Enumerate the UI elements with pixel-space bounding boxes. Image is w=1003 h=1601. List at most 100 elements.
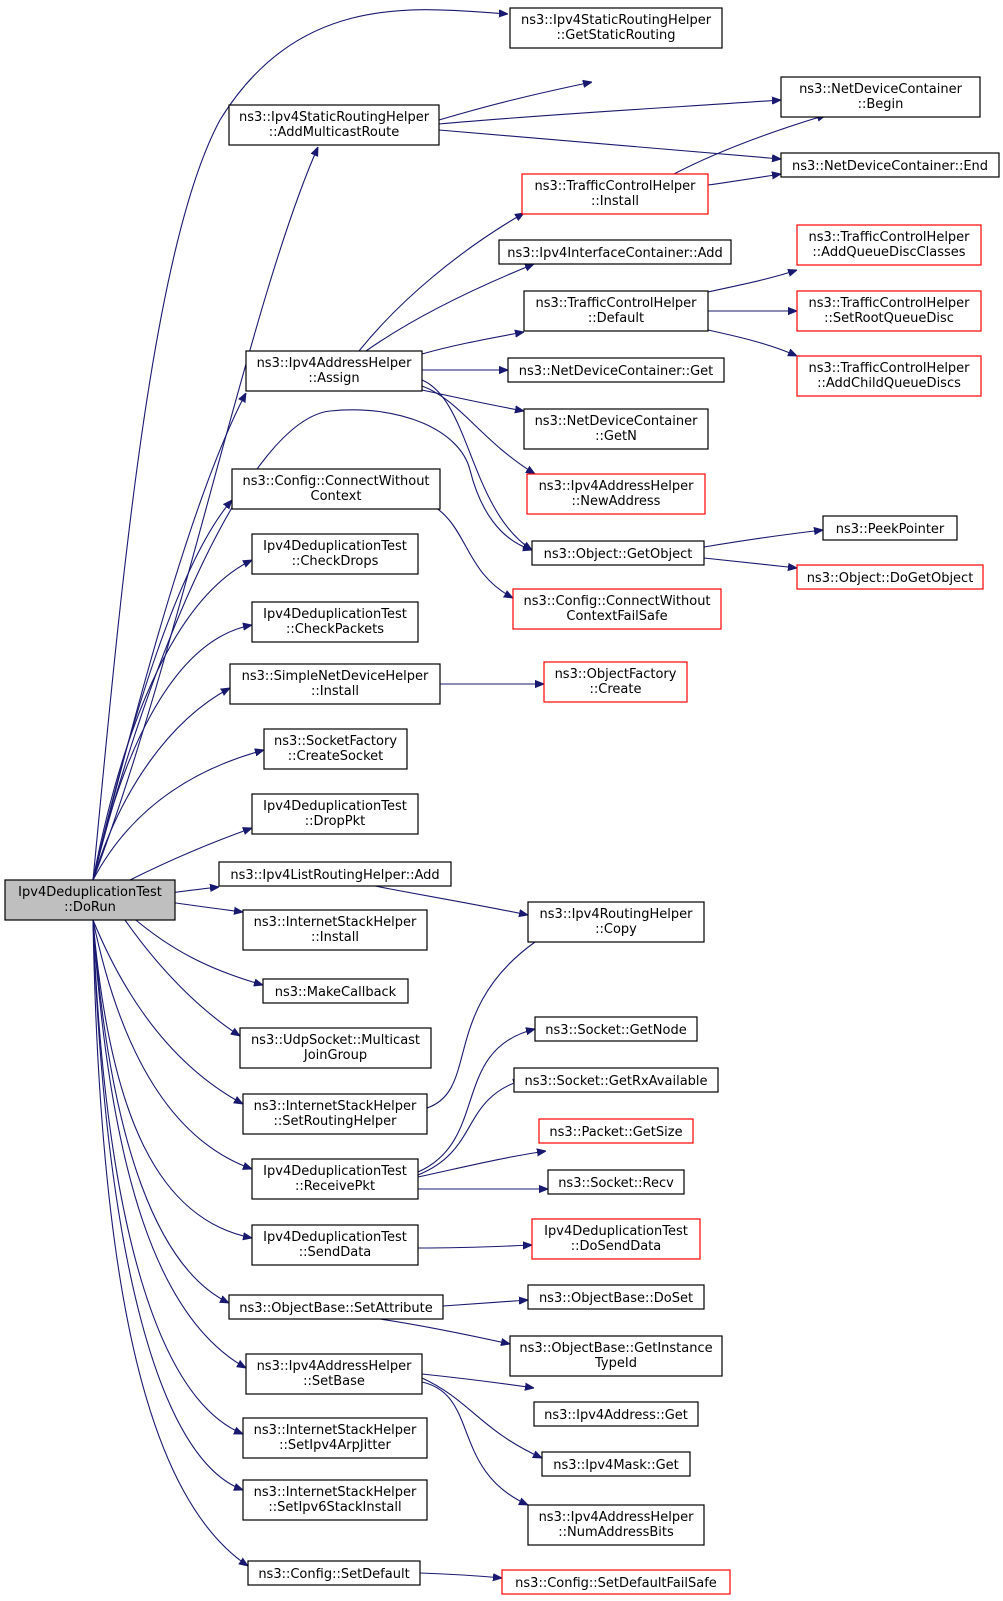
node-getrx[interactable]: ns3::Socket::GetRxAvailable xyxy=(513,1067,719,1093)
node-peekpointer[interactable]: ns3::PeekPointer xyxy=(822,515,958,541)
node-tchdefault[interactable]: ns3::TrafficControlHelper::Default xyxy=(523,290,709,332)
node-label: ns3::TrafficControlHelper xyxy=(808,361,970,376)
node-arpjitter[interactable]: ns3::InternetStackHelper::SetIpv4ArpJitt… xyxy=(242,1417,428,1459)
call-edge xyxy=(703,530,823,548)
node-createsocket[interactable]: ns3::SocketFactory::CreateSocket xyxy=(263,728,408,770)
node-box xyxy=(512,588,722,630)
node-rhcopy[interactable]: ns3::Ipv4RoutingHelper::Copy xyxy=(527,901,705,943)
node-label: ns3::NetDeviceContainer xyxy=(799,82,963,97)
node-tchinstall[interactable]: ns3::TrafficControlHelper::Install xyxy=(521,173,709,215)
node-label: ns3::TrafficControlHelper xyxy=(534,179,696,194)
node-ofcreate[interactable]: ns3::ObjectFactory::Create xyxy=(543,661,688,703)
node-box xyxy=(228,1294,444,1320)
node-setdefaultfs[interactable]: ns3::Config::SetDefaultFailSafe xyxy=(501,1569,731,1595)
node-tchsetroot[interactable]: ns3::TrafficControlHelper::SetRootQueueD… xyxy=(796,290,982,332)
node-ndcgetn[interactable]: ns3::NetDeviceContainer::GetN xyxy=(523,408,709,450)
node-getobject[interactable]: ns3::Object::GetObject xyxy=(531,540,705,566)
call-edge xyxy=(169,901,243,912)
node-box xyxy=(796,355,982,397)
node-box xyxy=(247,1560,421,1586)
call-edge xyxy=(417,1080,522,1176)
node-label: ::GetN xyxy=(595,429,637,444)
node-tchaddchild[interactable]: ns3::TrafficControlHelper::AddChildQueue… xyxy=(796,355,982,397)
node-setdefault[interactable]: ns3::Config::SetDefault xyxy=(247,1560,421,1586)
node-ndcget[interactable]: ns3::NetDeviceContainer::Get xyxy=(507,357,725,383)
node-box xyxy=(262,978,409,1004)
node-label: ::Begin xyxy=(858,97,904,112)
node-label: Ipv4DeduplicationTest xyxy=(263,539,407,554)
node-box xyxy=(229,663,441,705)
node-label: ns3::PeekPointer xyxy=(836,522,945,537)
call-edge xyxy=(707,270,797,293)
node-setrouting[interactable]: ns3::InternetStackHelper::SetRoutingHelp… xyxy=(242,1093,428,1135)
node-label: Ipv4DeduplicationTest xyxy=(263,1164,407,1179)
node-getnode[interactable]: ns3::Socket::GetNode xyxy=(534,1016,698,1042)
node-numaddrbits[interactable]: ns3::Ipv4AddressHelper::NumAddressBits xyxy=(527,1504,705,1546)
node-label: ns3::ObjectFactory xyxy=(555,667,677,682)
node-ndcbegin[interactable]: ns3::NetDeviceContainer::Begin xyxy=(780,76,981,118)
node-lrhadd[interactable]: ns3::Ipv4ListRoutingHelper::Add xyxy=(218,861,452,887)
node-recv[interactable]: ns3::Socket::Recv xyxy=(547,1169,685,1195)
node-setbase[interactable]: ns3::Ipv4AddressHelper::SetBase xyxy=(245,1353,423,1395)
node-box xyxy=(796,224,982,266)
node-maskget[interactable]: ns3::Ipv4Mask::Get xyxy=(541,1451,691,1477)
node-label: ns3::TrafficControlHelper xyxy=(535,296,697,311)
call-edge xyxy=(417,1151,546,1178)
node-makecallback[interactable]: ns3::MakeCallback xyxy=(262,978,409,1004)
node-root[interactable]: Ipv4DeduplicationTest::DoRun xyxy=(4,879,176,921)
node-label: Ipv4DeduplicationTest xyxy=(263,1230,407,1245)
node-connectwofs[interactable]: ns3::Config::ConnectWithoutContextFailSa… xyxy=(512,588,722,630)
call-edge xyxy=(421,1373,534,1388)
node-label: ns3::Ipv4Address::Get xyxy=(544,1408,688,1423)
node-box xyxy=(523,290,709,332)
node-tchaddqdc[interactable]: ns3::TrafficControlHelper::AddQueueDiscC… xyxy=(796,224,982,266)
node-label: ns3::NetDeviceContainer::End xyxy=(792,159,988,174)
node-label: ::SetBase xyxy=(303,1374,365,1389)
node-setattr[interactable]: ns3::ObjectBase::SetAttribute xyxy=(228,1294,444,1320)
node-box xyxy=(245,1353,423,1395)
node-ipv4addrget[interactable]: ns3::Ipv4Address::Get xyxy=(533,1401,699,1427)
node-label: ns3::Ipv4StaticRoutingHelper xyxy=(521,13,712,28)
node-label: ::CheckDrops xyxy=(292,554,379,569)
node-label: ::Create xyxy=(590,682,642,697)
node-senddata[interactable]: Ipv4DeduplicationTest::SendData xyxy=(251,1224,419,1266)
node-label: ::Default xyxy=(588,311,644,326)
node-label: ns3::Socket::GetRxAvailable xyxy=(524,1074,707,1089)
node-droppkt[interactable]: Ipv4DeduplicationTest::DropPkt xyxy=(251,793,419,835)
node-checkdrops[interactable]: Ipv4DeduplicationTest::CheckDrops xyxy=(251,533,419,575)
node-addmulticast[interactable]: ns3::Ipv4StaticRoutingHelper::AddMultica… xyxy=(228,104,440,146)
node-ipv6install[interactable]: ns3::InternetStackHelper::SetIpv6StackIn… xyxy=(242,1479,428,1521)
node-ndcend[interactable]: ns3::NetDeviceContainer::End xyxy=(780,152,1000,178)
call-edge xyxy=(92,688,230,881)
node-assign[interactable]: ns3::Ipv4AddressHelper::Assign xyxy=(245,350,423,392)
node-newaddress[interactable]: ns3::Ipv4AddressHelper::NewAddress xyxy=(526,473,706,515)
node-label: ::ReceivePkt xyxy=(295,1179,375,1194)
node-dogetobject[interactable]: ns3::Object::DoGetObject xyxy=(796,564,984,590)
node-label: ns3::ObjectBase::GetInstance xyxy=(519,1341,712,1356)
call-edge xyxy=(421,1377,542,1459)
node-ipv4icadd[interactable]: ns3::Ipv4InterfaceContainer::Add xyxy=(498,239,732,265)
node-doset[interactable]: ns3::ObjectBase::DoSet xyxy=(527,1284,705,1310)
node-label: ns3::Ipv4AddressHelper xyxy=(539,1510,695,1525)
node-getstatic[interactable]: ns3::Ipv4StaticRoutingHelper::GetStaticR… xyxy=(509,7,723,49)
node-ishinstall[interactable]: ns3::InternetStackHelper::Install xyxy=(242,909,428,951)
node-box xyxy=(531,1218,701,1260)
node-label: Context xyxy=(311,489,362,504)
node-box xyxy=(242,909,428,951)
node-box xyxy=(251,1224,419,1266)
node-label: ns3::InternetStackHelper xyxy=(254,1485,417,1500)
node-receivepkt[interactable]: Ipv4DeduplicationTest::ReceivePkt xyxy=(251,1158,419,1200)
node-checkpackets[interactable]: Ipv4DeduplicationTest::CheckPackets xyxy=(251,601,419,643)
node-label: ns3::Ipv4ListRoutingHelper::Add xyxy=(230,868,439,883)
node-pktsize[interactable]: ns3::Packet::GetSize xyxy=(538,1118,694,1144)
node-label: ContextFailSafe xyxy=(566,609,667,624)
node-dosenddata[interactable]: Ipv4DeduplicationTest::DoSendData xyxy=(531,1218,701,1260)
node-sndhinstall[interactable]: ns3::SimpleNetDeviceHelper::Install xyxy=(229,663,441,705)
call-edge xyxy=(421,332,524,355)
call-edge xyxy=(421,389,524,411)
node-box xyxy=(538,1118,694,1144)
node-label: Ipv4DeduplicationTest xyxy=(544,1224,688,1239)
